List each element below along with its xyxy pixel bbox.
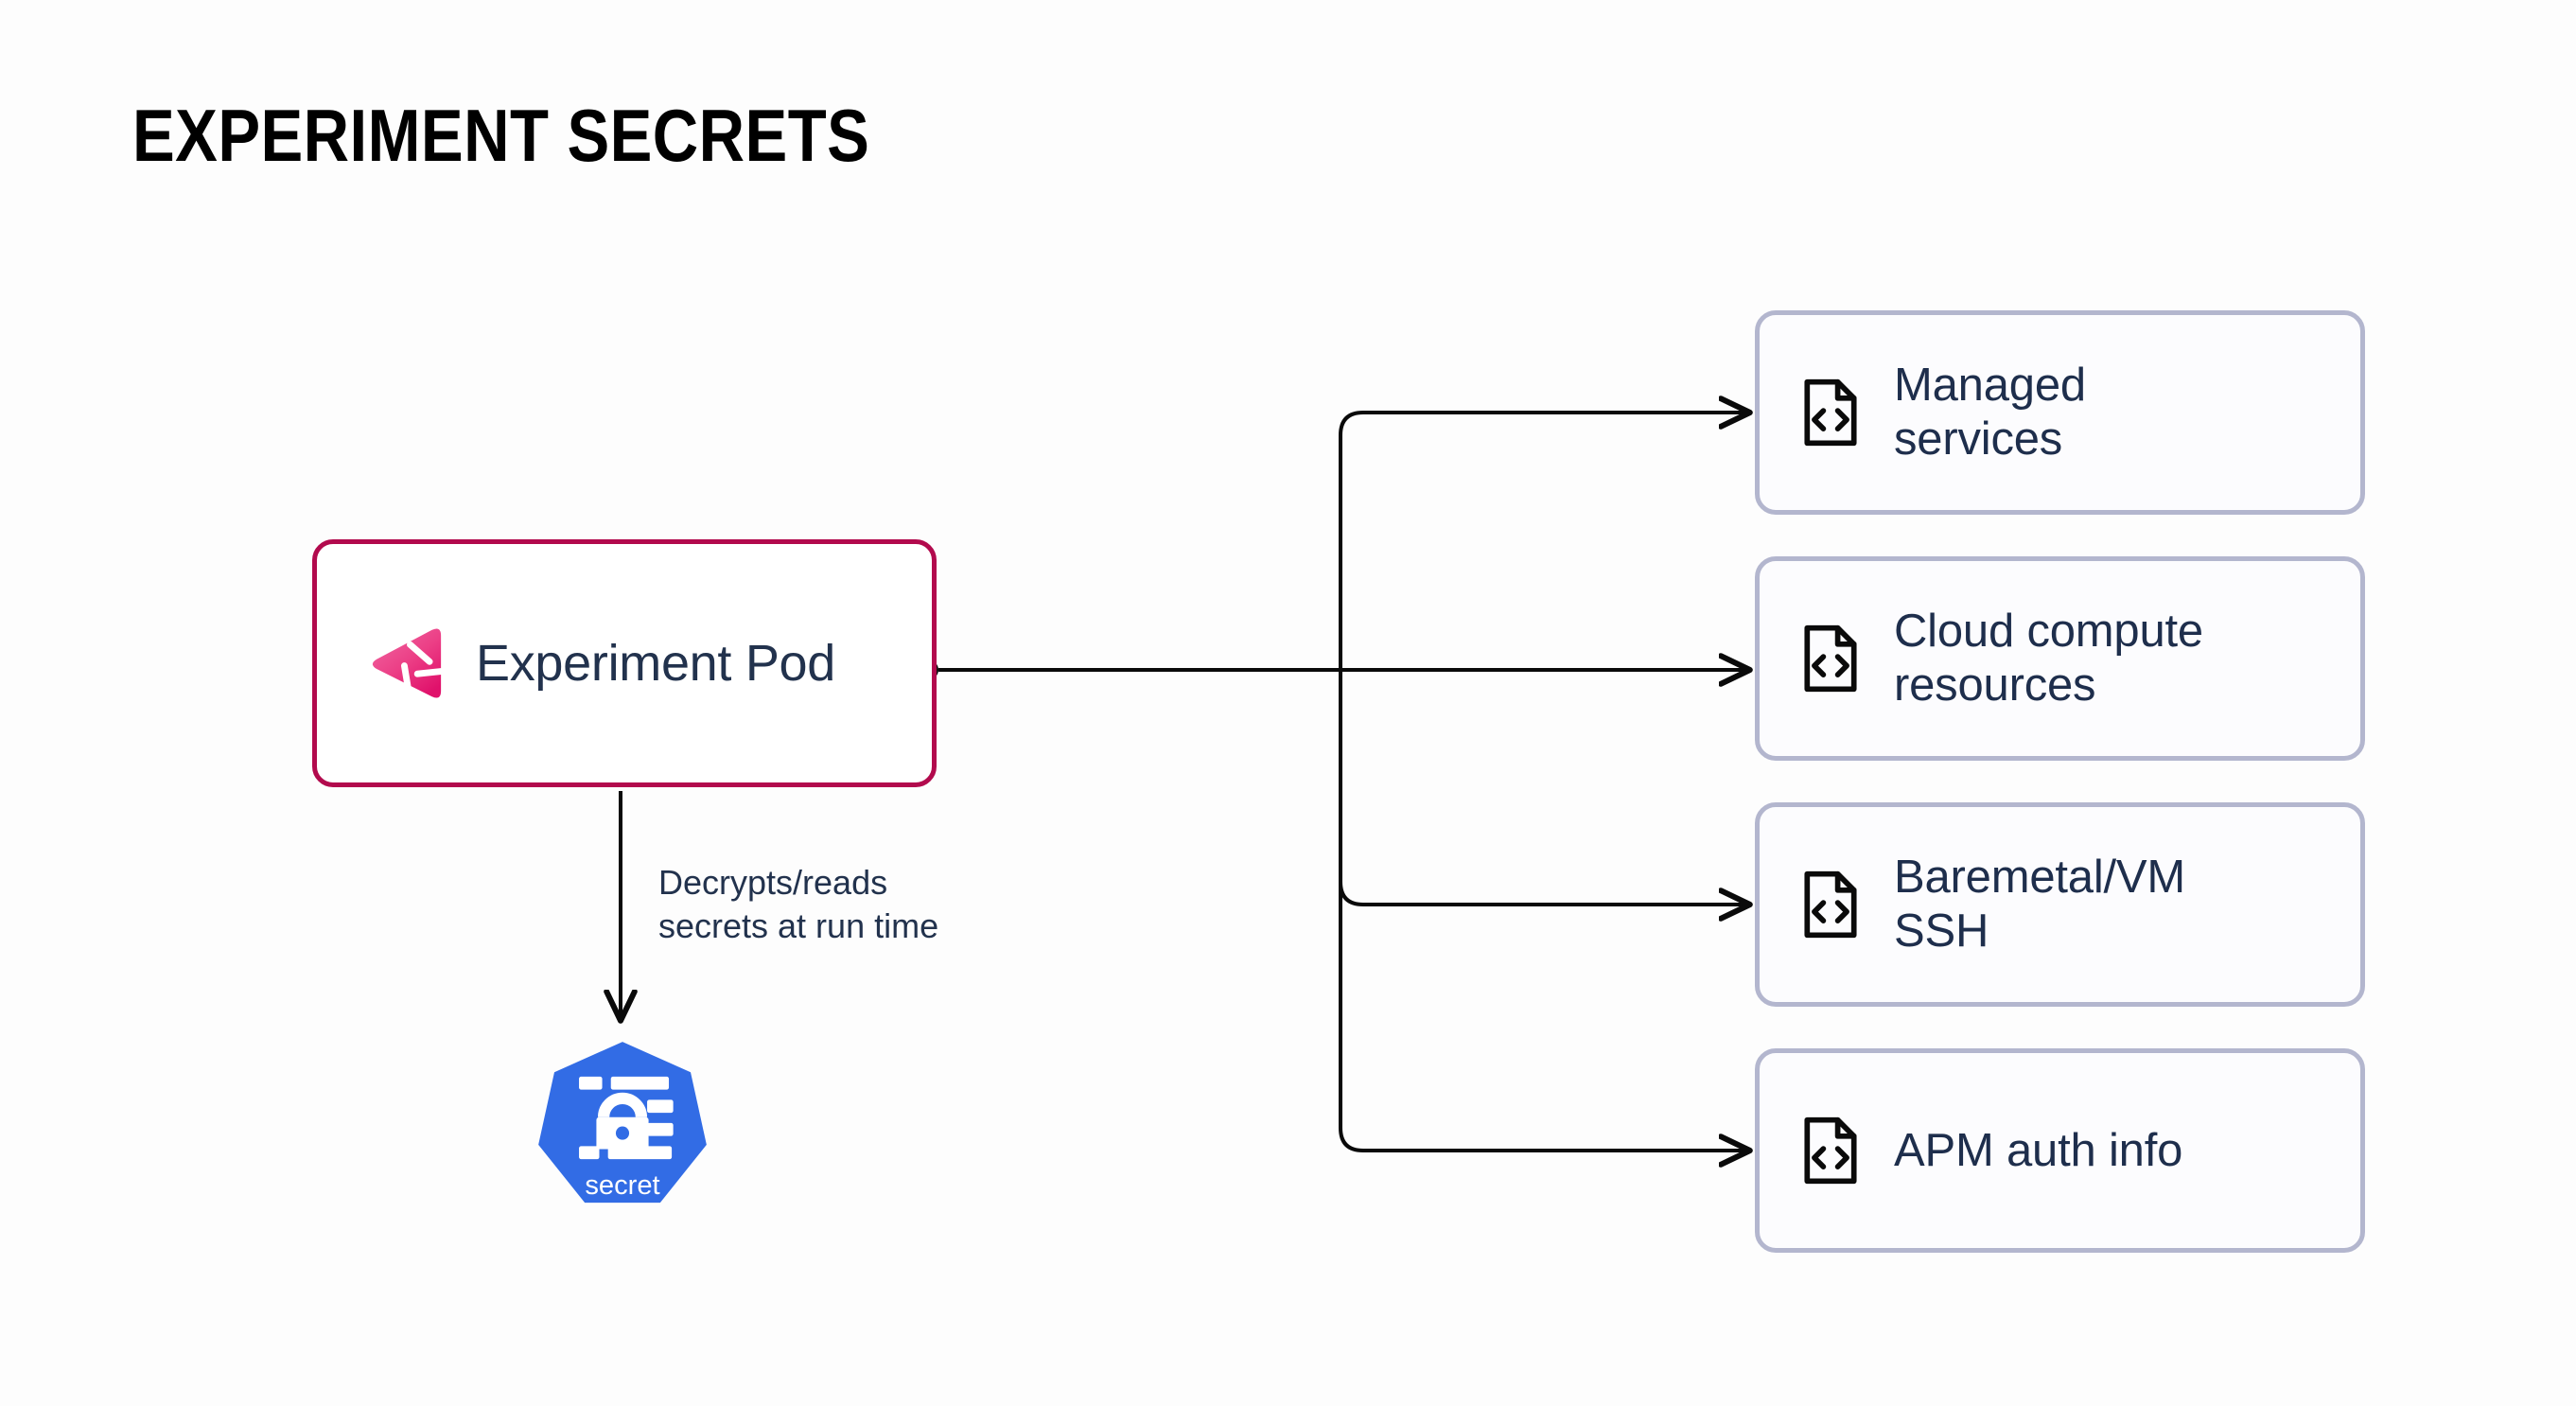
experiment-pod-node[interactable]: Experiment Pod — [312, 539, 937, 787]
card-label-line1: Managed — [1894, 360, 2086, 412]
kubernetes-secret-icon: secret — [538, 1042, 707, 1204]
kubernetes-secret-node[interactable]: secret — [535, 1039, 710, 1219]
card-label-line1: APM auth info — [1894, 1124, 2183, 1176]
resource-card-label: APM auth info — [1894, 1124, 2182, 1178]
gremlin-logo-icon — [366, 623, 447, 704]
connector-to-apm-auth — [1339, 670, 1749, 1151]
page-title: EXPERIMENT SECRETS — [132, 94, 870, 177]
experiment-pod-label: Experiment Pod — [476, 635, 835, 692]
connector-to-baremetal-ssh — [1339, 670, 1749, 905]
card-label-line2: SSH — [1894, 905, 1989, 957]
card-label-line2: resources — [1894, 659, 2096, 711]
card-label-line2: services — [1894, 413, 2063, 465]
connector-to-managed-services — [1339, 413, 1749, 670]
resource-card-label: Managed services — [1894, 359, 2086, 466]
resource-card-baremetal-ssh[interactable]: Baremetal/VM SSH — [1755, 802, 2365, 1007]
resource-card-apm-auth[interactable]: APM auth info — [1755, 1048, 2365, 1253]
file-code-icon — [1801, 623, 1860, 694]
resource-card-managed-services[interactable]: Managed services — [1755, 310, 2365, 515]
card-label-line1: Baremetal/VM — [1894, 852, 2186, 904]
edge-label-decrypts-reads: Decrypts/reads secrets at run time — [658, 861, 1065, 948]
file-code-icon — [1801, 869, 1860, 940]
edge-label-line2: secrets at run time — [658, 906, 939, 946]
card-label-line1: Cloud compute — [1894, 606, 2203, 658]
edge-label-line1: Decrypts/reads — [658, 863, 888, 902]
kubernetes-secret-label: secret — [585, 1170, 659, 1201]
resource-card-label: Cloud compute resources — [1894, 605, 2203, 712]
file-code-icon — [1801, 1115, 1860, 1186]
resource-card-label: Baremetal/VM SSH — [1894, 851, 2185, 958]
resource-card-cloud-compute[interactable]: Cloud compute resources — [1755, 556, 2365, 761]
file-code-icon — [1801, 377, 1860, 448]
